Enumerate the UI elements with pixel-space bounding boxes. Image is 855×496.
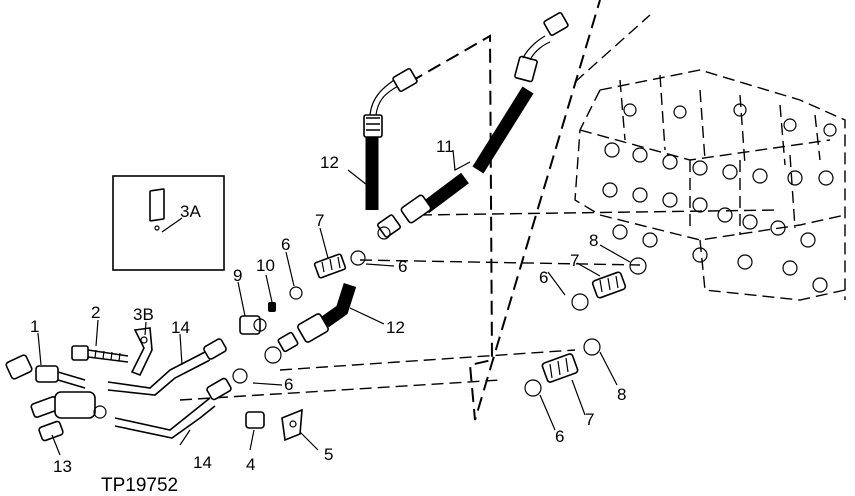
o-ring-6-lower [232,368,248,384]
leader-lines [37,149,631,456]
callout-5: 5 [324,445,333,464]
clamp-3B [130,327,153,377]
callout-labels: 1 2 3B 4 5 6 6 6 6 6 7 7 7 8 8 9 10 11 1… [30,137,626,476]
elbow-fitting-1 [5,354,86,389]
callout-2: 2 [91,303,100,322]
bolt-2 [71,345,129,363]
valve-port-circles [602,103,837,293]
fitting-7-lower [524,338,601,397]
spacer-4 [245,411,265,429]
callout-6-a: 6 [281,235,290,254]
callout-12-a: 12 [320,153,339,172]
fitting-7-upper [313,250,366,279]
callout-11: 11 [436,137,454,156]
callout-6-d: 6 [539,268,548,287]
callout-9: 9 [233,266,242,285]
callout-1: 1 [30,317,39,336]
callout-3B: 3B [133,305,154,324]
callout-4: 4 [246,455,255,474]
callout-8-b: 8 [617,385,626,404]
callout-8-a: 8 [589,231,598,250]
tube-14-lower [114,377,232,439]
callout-7-a: 7 [315,211,324,230]
assembly-guide-line-3 [419,209,781,216]
callout-13: 13 [53,457,72,476]
tee-fitting-13 [30,391,107,442]
clamp-5 [281,408,303,442]
assembly-guide-line-4 [359,259,641,266]
assembly-guide-line-2 [574,14,651,83]
callout-7-b: 7 [570,251,579,270]
assembly-guide-line [409,0,601,421]
hose-12-upper [363,68,418,210]
o-ring-6-mid [289,286,303,300]
plug-9 [239,315,267,335]
inset-detail-3A: 3A [112,175,225,271]
callout-6-e: 6 [555,427,564,446]
o-ring-6-right [571,293,589,311]
callout-6-c: 6 [284,375,293,394]
hose-11 [377,12,569,240]
callout-14-a: 14 [171,318,190,337]
callout-3A: 3A [180,202,201,221]
callout-10: 10 [256,256,275,275]
callout-6-b: 6 [398,257,407,276]
callout-14-b: 14 [193,453,212,472]
control-valve-block [574,69,846,301]
fitting-7-right [591,257,647,299]
callout-7-c: 7 [585,410,594,429]
callout-12-b: 12 [386,318,405,337]
figure-id: TP19752 [101,475,178,496]
hose-12-lower [264,283,357,364]
assembly-guide-line-5 [279,349,576,371]
tube-14-upper [107,338,227,396]
ball-10 [268,302,276,312]
